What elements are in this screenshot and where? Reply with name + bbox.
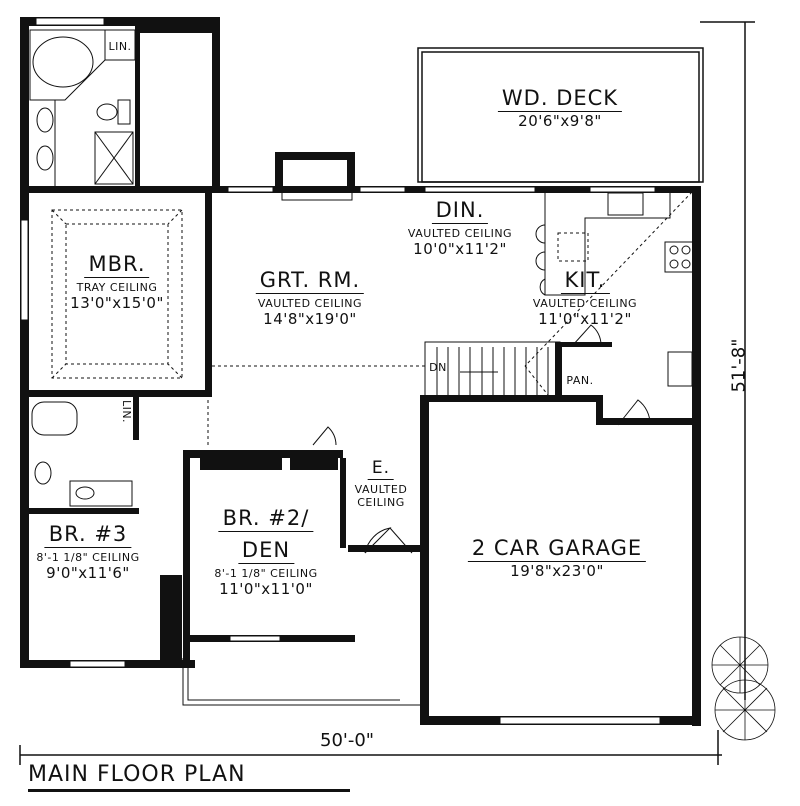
stair-down-label: DN <box>429 361 447 374</box>
room-label-great-room: GRT. RM. VAULTED CEILING 14'8"x19'0" <box>255 268 365 328</box>
tree-icon <box>711 636 776 741</box>
room-label-deck: WD. DECK 20'6"x9'8" <box>497 86 623 130</box>
overall-width-dimension: 50'-0" <box>320 730 375 751</box>
room-label-garage: 2 CAR GARAGE 19'8"x23'0" <box>467 536 647 580</box>
room-label-bedroom-2-den: BR. #2/ DEN 8'-1 1/8" CEILING 11'0"x11'0… <box>214 506 318 598</box>
room-label-bedroom-3: BR. #3 8'-1 1/8" CEILING 9'0"x11'6" <box>36 522 140 582</box>
room-label-linen-hall: LIN. <box>120 399 134 424</box>
room-label-linen-master: LIN. <box>108 40 132 53</box>
overall-depth-dimension: 51'-8" <box>728 338 750 393</box>
plan-title: MAIN FLOOR PLAN <box>28 762 246 787</box>
title-underline <box>28 789 350 792</box>
room-label-kitchen: KIT. VAULTED CEILING 11'0"x11'2" <box>532 268 638 328</box>
room-label-mbr: MBR. TRAY CEILING 13'0"x15'0" <box>70 252 164 312</box>
room-label-pantry: PAN. <box>566 374 594 387</box>
room-label-dining: DIN. VAULTED CEILING 10'0"x11'2" <box>407 198 513 258</box>
room-label-entry: E. VAULTED CEILING <box>354 458 408 509</box>
